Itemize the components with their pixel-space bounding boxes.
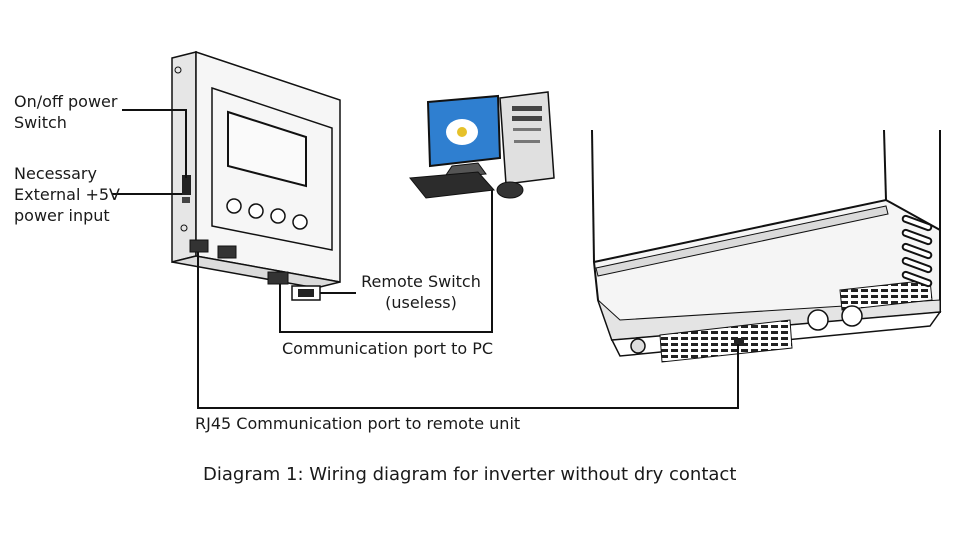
inverter-rj45-port [734,338,744,346]
lcd-screen [227,110,307,188]
pc-tower [499,91,555,185]
unit-button [226,198,242,214]
power-switch-label-line: Switch [14,113,67,132]
vent-grille [839,279,933,311]
pc-port [267,271,289,285]
rj45-label: RJ45 Communication port to remote unit [195,414,521,433]
mouse [496,181,524,199]
comm-pc-label: Communication port to PC [282,339,494,358]
power-switch-label-line: On/off power [14,92,118,111]
remote-switch-label: Remote Switch (useless) [358,271,484,313]
diagram-caption: Diagram 1: Wiring diagram for inverter w… [203,464,737,485]
remote-switch-label-line: Remote Switch [361,272,481,291]
inverter-terminal [841,305,863,327]
power-switch-label: On/off power Switch [14,91,117,133]
wires [112,109,739,409]
keyboard [409,171,496,199]
remote-unit [171,50,341,301]
power-switch-leader [122,109,187,178]
inverter [591,129,942,363]
inverter-terminal [807,309,829,331]
unit-button [270,208,286,224]
rj45-port [217,245,237,259]
unit-button [248,203,264,219]
ext-power-label-line: External +5V [14,185,120,204]
pc-cable [279,190,493,333]
remote-switch-label-line: (useless) [385,293,457,312]
power-switch-toggle [182,175,191,195]
ext-power-label-line: Necessary [14,164,97,183]
rj45-cable [197,252,739,409]
ext-power-label: Necessary External +5V power input [14,163,120,226]
rj45-port [189,239,209,253]
computer [409,91,555,199]
unit-button [292,214,308,230]
ext-power-label-line: power input [14,206,110,225]
vent-grille [659,319,793,363]
